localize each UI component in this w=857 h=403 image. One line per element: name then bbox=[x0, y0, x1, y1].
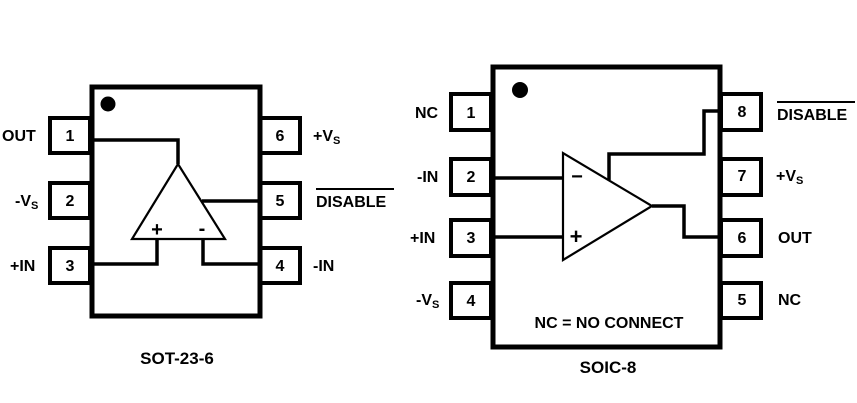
soic-wire-out bbox=[652, 204, 721, 239]
soic-pin-1 bbox=[449, 92, 493, 132]
sot-pin-6-label: +VS bbox=[313, 128, 340, 147]
soic-pin-8-label: DISABLE bbox=[777, 107, 848, 124]
soic-pin-2 bbox=[449, 157, 493, 197]
sot-pin-2 bbox=[48, 181, 92, 220]
sot-pin-3-number: 3 bbox=[66, 258, 75, 275]
pin1-indicator-dot bbox=[100, 96, 116, 112]
sot-wire-minus-in bbox=[201, 239, 260, 266]
sot-pin-1-number: 1 bbox=[66, 128, 75, 145]
sot-pin-6-number: 6 bbox=[276, 128, 285, 145]
soic-pin-3 bbox=[449, 218, 493, 258]
soic-pin-3-number: 3 bbox=[467, 230, 476, 247]
sot-pin-1-label: OUT bbox=[2, 128, 36, 145]
sot-plus-sign: + bbox=[151, 219, 163, 241]
soic-pin-5-number: 5 bbox=[738, 292, 747, 309]
sot-pin-2-number: 2 bbox=[66, 193, 75, 210]
sot-package-name: SOT-23-6 bbox=[140, 349, 214, 368]
soic-wire-disable bbox=[607, 109, 721, 180]
sot-pin-5-label: DISABLE bbox=[316, 194, 387, 211]
sot-opamp-triangle bbox=[130, 161, 227, 241]
soic-pin-6-number: 6 bbox=[738, 230, 747, 247]
pin1-indicator-dot bbox=[512, 82, 528, 98]
nc-legend-note: NC = NO CONNECT bbox=[535, 315, 684, 332]
sot-pin-4-number: 4 bbox=[276, 258, 285, 275]
soic-pin-1-label: NC bbox=[415, 105, 439, 122]
soic8-package: − + 1 2 3 4 5 6 7 8 NC -IN +IN -VS NC OU… bbox=[410, 64, 855, 377]
soic-pin-2-label: -IN bbox=[417, 169, 438, 186]
soic-pin-4-label: -VS bbox=[416, 292, 439, 311]
sot-wire-out bbox=[92, 138, 180, 164]
sot-wire-plus-in bbox=[92, 239, 159, 266]
soic-pin-6-label: OUT bbox=[778, 230, 812, 247]
sot-pin-1 bbox=[48, 116, 92, 155]
soic-pin-1-number: 1 bbox=[467, 105, 476, 122]
soic-package-name: SOIC-8 bbox=[580, 358, 637, 377]
sot-minus-sign: - bbox=[199, 218, 206, 240]
sot23-6-package: + - 1 2 3 4 5 6 OUT -VS +IN -IN DISABLE … bbox=[2, 84, 394, 368]
soic-pin-7-number: 7 bbox=[738, 168, 747, 185]
soic-pin-5-label: NC bbox=[778, 292, 802, 309]
soic-pin-3-label: +IN bbox=[410, 230, 435, 247]
sot-pin-5-number: 5 bbox=[276, 193, 285, 210]
soic-plus-sign: + bbox=[570, 224, 583, 249]
sot-pin-3-label: +IN bbox=[10, 258, 35, 275]
soic-pin-4-number: 4 bbox=[467, 293, 476, 310]
sot-pin-2-label: -VS bbox=[15, 193, 38, 212]
soic-body bbox=[490, 64, 723, 350]
sot-pin-3 bbox=[48, 246, 92, 285]
soic-pin-4 bbox=[449, 281, 493, 320]
soic-minus-sign: − bbox=[571, 166, 583, 188]
soic-pin-2-number: 2 bbox=[467, 169, 476, 186]
soic-pin-8-number: 8 bbox=[738, 104, 747, 121]
sot-pin-4-label: -IN bbox=[313, 258, 334, 275]
soic-pin-7-label: +VS bbox=[776, 168, 803, 187]
soic-opamp-triangle bbox=[561, 151, 655, 262]
